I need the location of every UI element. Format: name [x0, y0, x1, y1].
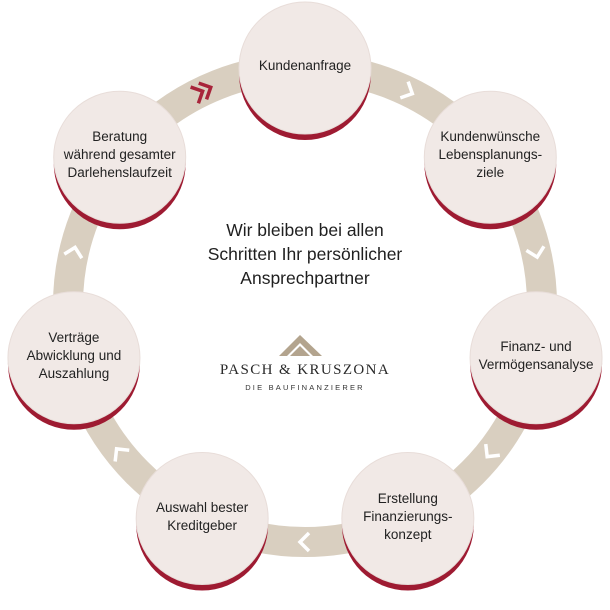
flow-chevron — [484, 443, 501, 459]
step-circle — [469, 291, 603, 430]
logo-tagline: DIE BAUFINANZIERER — [245, 383, 365, 392]
step-circle — [53, 90, 187, 230]
step-label: Verträge Abwicklung und Auszahlung — [26, 329, 122, 381]
step-circle — [423, 90, 557, 230]
step-label: Erstellung Finanzierungs- konzept — [363, 490, 453, 542]
flow-chevron — [113, 446, 130, 462]
logo-name: PASCH & KRUSZONA — [219, 362, 391, 378]
flow-chevron — [399, 81, 415, 100]
step-label: Kundenwünsche Lebensplanungs- ziele — [438, 129, 543, 181]
step-label: Kundenanfrage — [258, 58, 352, 73]
step-circle — [341, 452, 475, 591]
chevrons — [63, 81, 546, 553]
step-circle — [135, 452, 269, 591]
step-circle — [7, 291, 141, 430]
flow-chevron — [63, 244, 84, 260]
flow-chevron — [525, 245, 546, 260]
step-label: Finanz- und Vermögensanalyse — [478, 338, 594, 372]
center-statement: Wir bleiben bei allen Schritten Ihr pers… — [207, 220, 403, 288]
flow-chevron — [297, 531, 311, 553]
logo-roof-icon — [279, 335, 322, 356]
flow-chevron — [190, 81, 213, 104]
step-circles — [7, 1, 603, 591]
step-circle — [238, 1, 372, 140]
step-label: Beratung während gesamter Darlehenslaufz… — [63, 129, 176, 181]
step-label: Auswahl bester Kreditgeber — [156, 499, 249, 533]
